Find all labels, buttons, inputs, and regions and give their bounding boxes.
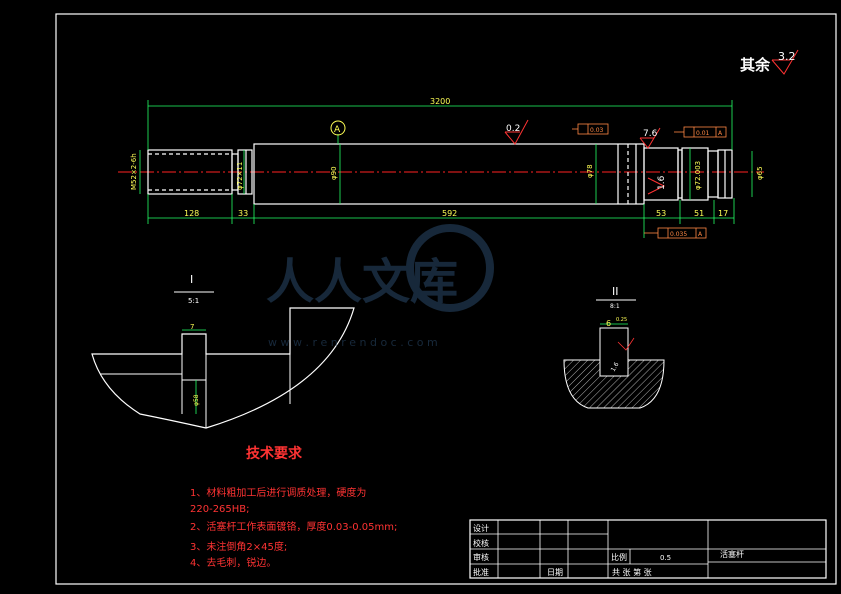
tb-scale-value: 0.5 xyxy=(660,554,671,562)
sheet-border xyxy=(55,13,837,585)
req-item-3: 2、活塞杆工作表面镀铬，厚度0.03-0.05mm; xyxy=(190,520,397,533)
dim-r1: 53 xyxy=(656,209,666,218)
dim-r3: 17 xyxy=(718,209,728,218)
dim-r2: 51 xyxy=(694,209,704,218)
dim-groove: 33 xyxy=(238,209,248,218)
tb-check: 校核 xyxy=(473,538,489,548)
tb-approve: 批准 xyxy=(473,567,489,577)
dimension-lines xyxy=(139,100,753,238)
detail-2-tol: 0.25 xyxy=(616,317,627,323)
tb-scale-label: 比例 xyxy=(611,552,627,562)
detail-1-depth: φ58 xyxy=(193,394,200,406)
datum-label: A xyxy=(334,125,341,135)
tol-2-ref: A xyxy=(718,130,723,137)
dia-neck: φ72×11 xyxy=(236,162,244,190)
dia-right: φ78 xyxy=(586,164,594,178)
detail-1: I 5:1 7 φ58 xyxy=(91,273,355,429)
dim-main: 592 xyxy=(442,209,457,218)
requirements: 技术要求 1、材料粗加工后进行调质处理，硬度为 220-265HB; 2、活塞杆… xyxy=(190,445,397,569)
tb-sheet: 共 张 第 张 xyxy=(612,567,652,577)
datum-circle xyxy=(330,120,346,136)
req-item-4: 3、未注倒角2×45度; xyxy=(190,540,287,553)
roughness-vert: 1.6 xyxy=(657,175,667,190)
tb-date: 日期 xyxy=(547,568,563,577)
tolerance-frame-3: 0.035 A xyxy=(644,227,707,239)
tol-1: 0.03 xyxy=(590,127,604,134)
watermark: 人人文库 w w w . r e n r e n d o c . c o m xyxy=(266,224,494,349)
detail-1-width: 7 xyxy=(190,323,194,331)
tolerance-frame-2: 0.01 A xyxy=(674,126,727,138)
detail-2-label: II xyxy=(612,285,619,298)
detail-1-label: I xyxy=(190,273,193,286)
tb-part-name: 活塞杆 xyxy=(720,549,744,559)
roughness-right: 7.6 xyxy=(643,129,658,139)
title-block xyxy=(469,519,827,579)
detail-1-scale: 5:1 xyxy=(188,297,199,305)
roughness-symbol xyxy=(771,49,799,75)
requirements-title: 技术要求 xyxy=(246,445,303,462)
detail-2-scale: 8:1 xyxy=(610,303,620,310)
dim-left-seg: 128 xyxy=(184,209,199,218)
dim-overall: 3200 xyxy=(430,97,450,106)
tol-3-ref: A xyxy=(698,231,703,238)
tol-2: 0.01 xyxy=(696,130,710,137)
watermark-text: 人人文库 xyxy=(266,254,458,310)
req-item-5: 4、去毛刺，锐边。 xyxy=(190,556,276,569)
surface-note-label: 其余 xyxy=(740,56,771,74)
dia-left: M52×2-6h xyxy=(130,153,138,190)
dia-main: φ90 xyxy=(330,166,338,180)
req-item-2: 220-265HB; xyxy=(190,504,250,515)
detail-2-width: 6 xyxy=(606,319,611,328)
tolerance-frame-1: 0.03 xyxy=(572,123,609,135)
dia-small: φ72.003 xyxy=(694,161,702,190)
dia-end: φ65 xyxy=(756,166,764,180)
roughness-top: 0.2 xyxy=(506,124,520,134)
surface-note: 其余 3.2 xyxy=(740,49,799,75)
watermark-url: w w w . r e n r e n d o c . c o m xyxy=(268,336,438,349)
detail-2-roughness: 1.6 xyxy=(610,361,621,373)
tb-review: 审核 xyxy=(473,552,489,562)
detail-2: II 8:1 6 0.25 1.6 xyxy=(563,285,665,409)
tol-3: 0.035 xyxy=(670,231,687,238)
roughness-marks xyxy=(504,119,666,195)
req-item-1: 1、材料粗加工后进行调质处理，硬度为 xyxy=(190,486,366,499)
surface-note-value: 3.2 xyxy=(778,50,796,63)
shaft-outline xyxy=(147,143,733,205)
tb-design: 设计 xyxy=(473,523,489,533)
